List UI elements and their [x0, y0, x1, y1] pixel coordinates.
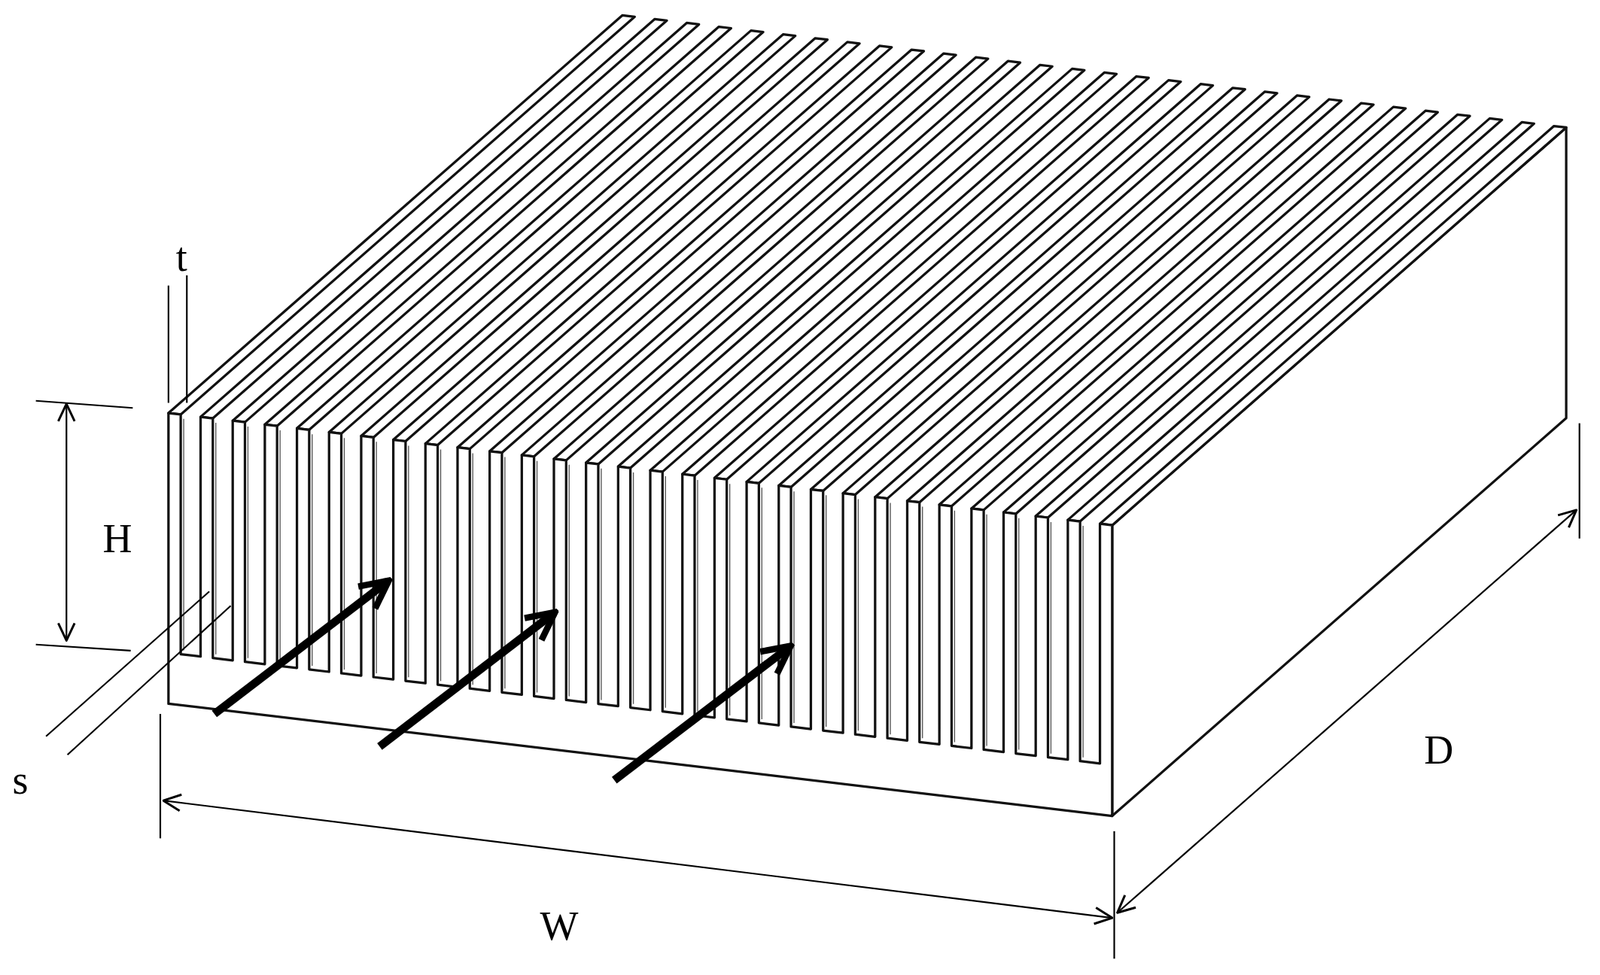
fin-gap-shade: [825, 495, 827, 727]
fin-gap-shade: [407, 445, 409, 678]
extension-line: [167, 285, 170, 404]
front-profile: [168, 413, 1113, 816]
fin-gap-shade: [793, 491, 794, 724]
fin-gap-shade: [375, 441, 377, 674]
fin-gap-shade: [696, 480, 698, 712]
extension-line: [1578, 423, 1581, 539]
fin-gap-shade: [536, 461, 538, 694]
fin-gap-shade: [247, 426, 249, 659]
fin-gap-shade: [568, 465, 570, 697]
fin-gap-shade: [857, 498, 859, 731]
fin-gap-shade: [600, 468, 602, 701]
fin-gap-shade: [472, 453, 474, 686]
fin-gap-shade: [921, 507, 923, 740]
airflow-arrow: [379, 613, 554, 748]
fin-top: [939, 106, 1406, 507]
fin-top: [1067, 121, 1535, 522]
extension-line: [36, 401, 134, 408]
extension-line: [1113, 831, 1115, 959]
fin-gap-shade: [311, 434, 313, 667]
dimension-label: s: [12, 760, 29, 801]
fin-gap-shade: [729, 483, 731, 716]
fin-top: [842, 95, 1310, 496]
dimension-lines: [36, 275, 1580, 959]
extension-line: [45, 591, 210, 737]
fin-gap-shade: [761, 487, 763, 720]
extension-line: [67, 605, 232, 755]
fin-gap-shade: [1018, 518, 1020, 751]
dimension-arrow: [163, 800, 1113, 919]
airflow-arrow: [214, 581, 388, 715]
fin-top: [1003, 114, 1471, 515]
heat-sink: [168, 15, 1567, 816]
fin-gap-shade: [1050, 522, 1052, 755]
dimension-label: D: [1423, 730, 1454, 771]
fin-gap-shade: [665, 476, 667, 709]
fin-gap-shade: [632, 472, 634, 705]
fin-gap-shade: [182, 419, 184, 651]
fin-gap-shade: [440, 449, 442, 682]
airflow-arrow: [614, 646, 790, 781]
fin-gap-shade: [985, 514, 987, 747]
fin-gap-shade: [343, 438, 345, 670]
fin-top: [875, 99, 1342, 499]
dimension-arrow: [65, 404, 67, 642]
fin-gap-shade: [889, 503, 891, 736]
fin-top: [1035, 118, 1503, 518]
fin-gap-shade: [1082, 526, 1083, 758]
dimension-label: H: [102, 518, 132, 560]
extension-line: [36, 644, 131, 651]
fin-top: [971, 110, 1439, 511]
airflow-arrows: [214, 581, 791, 781]
extension-line: [159, 714, 162, 839]
fin-top: [906, 103, 1374, 503]
dimension-label: W: [540, 906, 579, 947]
dimension-label: t: [176, 237, 188, 278]
fin-top: [1100, 126, 1567, 527]
extension-line: [185, 275, 188, 403]
fin-gap-shade: [954, 511, 956, 743]
dimension-arrow: [1117, 510, 1577, 913]
fin-gap-shade: [279, 430, 280, 663]
